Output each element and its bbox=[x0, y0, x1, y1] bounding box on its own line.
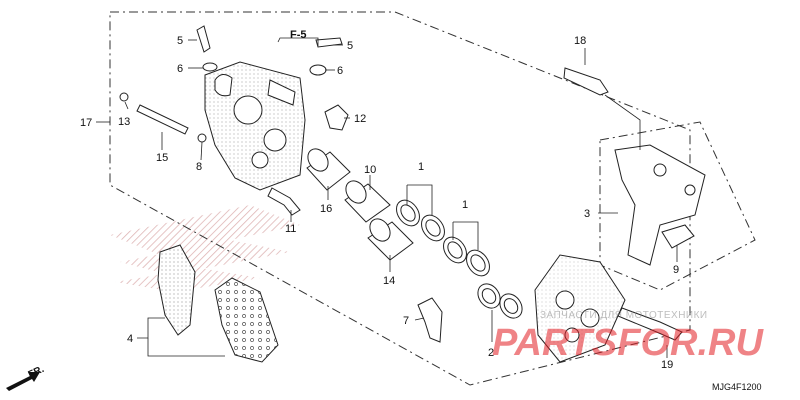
callout-6-right: 6 bbox=[337, 65, 343, 77]
callout-numbers: 1 1 2 3 4 5 5 6 6 7 8 9 10 11 12 13 14 1… bbox=[80, 35, 679, 371]
callout-1-lower: 1 bbox=[462, 199, 468, 211]
direction-label: FR. bbox=[27, 364, 46, 381]
washer-8 bbox=[197, 133, 207, 143]
piston-seal-set-2 bbox=[477, 283, 523, 319]
piston-seal-set-upper bbox=[396, 199, 445, 242]
callout-7: 7 bbox=[403, 315, 409, 327]
leader-lines bbox=[124, 39, 678, 358]
drawing-code: MJG4F1200 bbox=[712, 382, 762, 392]
pin-bolt-11 bbox=[267, 187, 301, 216]
callout-12: 12 bbox=[354, 113, 366, 125]
caliper-assembly-frame bbox=[109, 11, 691, 386]
callout-17: 17 bbox=[80, 117, 92, 129]
mounting-bolt-18 bbox=[563, 67, 609, 96]
callout-11: 11 bbox=[285, 223, 296, 235]
piston-seal-set-lower bbox=[443, 236, 490, 277]
watermark-tagline: ЗАПЧАСТИ ДЛЯ МОТОТЕХНИКИ bbox=[540, 310, 708, 321]
callout-13: 13 bbox=[118, 116, 130, 128]
callout-16: 16 bbox=[320, 203, 332, 215]
callout-6-left: 6 bbox=[177, 63, 183, 75]
bleeder-cap-6-right bbox=[309, 64, 327, 76]
callout-3: 3 bbox=[584, 208, 590, 220]
background-wing-logo bbox=[110, 205, 300, 292]
callout-14: 14 bbox=[383, 275, 395, 287]
front-direction-arrow: FR. bbox=[6, 364, 46, 391]
bleeder-screw-5-right bbox=[315, 37, 343, 48]
site-watermark: ЗАПЧАСТИ ДЛЯ МОТОТЕХНИКИ PARTSFOR.RU bbox=[492, 310, 764, 364]
callout-9: 9 bbox=[673, 264, 679, 276]
section-reference: F-5 bbox=[290, 29, 307, 41]
piston-16 bbox=[306, 148, 351, 191]
mounting-bolt-19 bbox=[617, 307, 683, 341]
caliper-body bbox=[204, 61, 306, 191]
callout-5-right: 5 bbox=[347, 40, 353, 52]
callout-2: 2 bbox=[488, 347, 494, 359]
pad-spring-clip bbox=[661, 224, 695, 249]
caliper-bracket bbox=[614, 144, 706, 266]
callout-19: 19 bbox=[661, 359, 673, 371]
piston-14 bbox=[367, 218, 414, 261]
brake-pad-set bbox=[157, 244, 279, 363]
caliper-outer-half bbox=[534, 254, 626, 363]
bracket-assembly-frame bbox=[599, 121, 756, 291]
pin-plug-13 bbox=[119, 92, 129, 102]
callout-4: 4 bbox=[127, 333, 133, 345]
callout-15: 15 bbox=[156, 152, 168, 164]
dust-boot-12 bbox=[324, 104, 349, 131]
watermark-logo: PARTSFOR.RU bbox=[492, 322, 764, 364]
callout-5-left: 5 bbox=[177, 35, 183, 47]
pad-shim bbox=[417, 297, 443, 343]
callout-18: 18 bbox=[574, 35, 586, 47]
callout-8: 8 bbox=[196, 161, 202, 173]
piston-10 bbox=[344, 180, 391, 223]
bleeder-screw-5-left bbox=[196, 25, 211, 53]
callout-10: 10 bbox=[364, 164, 376, 176]
pad-pin-15 bbox=[136, 104, 189, 135]
callout-1-upper: 1 bbox=[418, 161, 424, 173]
bleeder-cap-6-left bbox=[202, 62, 218, 72]
